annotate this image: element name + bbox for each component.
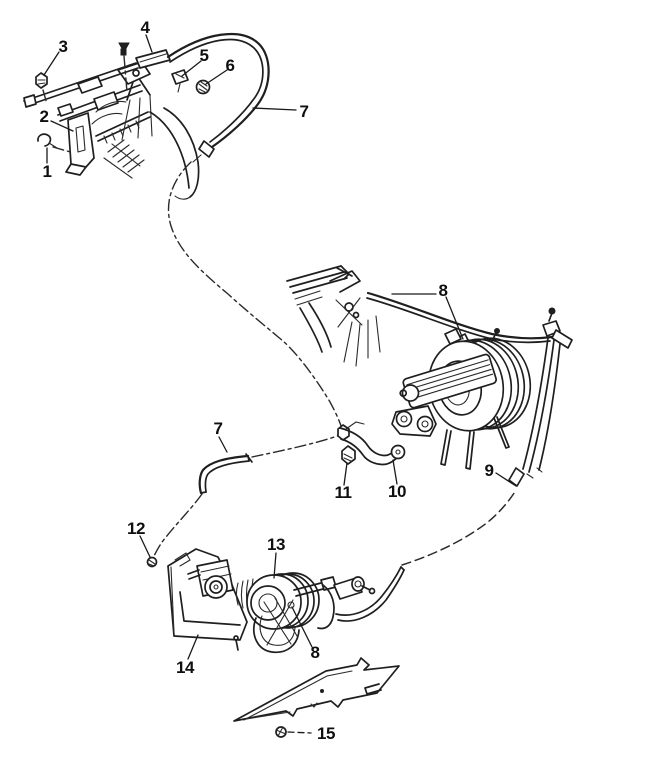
cable-lower-segment-art <box>198 453 253 495</box>
actuator-cable-loop-art <box>166 32 270 163</box>
vacuum-hoses-right-art <box>508 307 573 487</box>
callout-leader-lines <box>43 34 517 734</box>
mounting-plate-art <box>233 657 400 738</box>
carburetor-cluster-art <box>286 265 381 367</box>
hidden-cable-route-art <box>152 161 343 559</box>
cable-bracket-art <box>337 421 406 466</box>
booster-master-cylinder-art <box>391 328 532 470</box>
servo-assembly-art <box>146 548 405 654</box>
hidden-hose-route-art <box>401 489 517 566</box>
throttle-linkage-art <box>23 42 211 200</box>
